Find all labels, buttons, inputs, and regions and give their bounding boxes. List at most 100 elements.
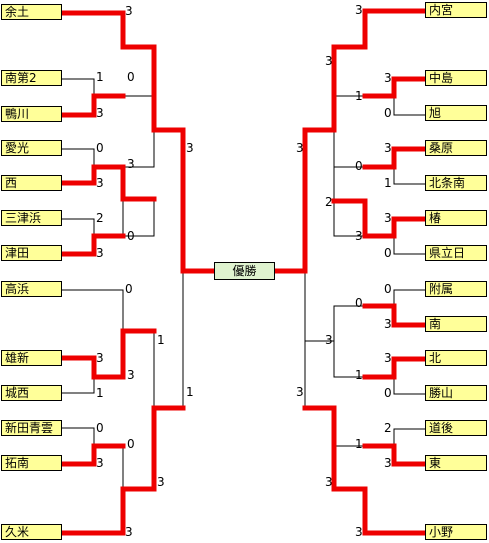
team-box-right-12: 道後 xyxy=(425,420,487,436)
team-box-right-3: 旭 xyxy=(425,105,487,121)
winning-line-43 xyxy=(331,198,428,239)
score-left-team-2: 1 xyxy=(96,70,104,84)
winning-line-47 xyxy=(302,405,428,536)
score-right-team-10: 3 xyxy=(384,351,392,365)
winning-line-40 xyxy=(272,8,428,274)
winning-line-41 xyxy=(362,76,428,99)
losing-line-26 xyxy=(393,236,425,255)
losing-line-24 xyxy=(393,96,425,116)
team-box-left-7: 津田 xyxy=(1,245,62,261)
score-left-team-10: 1 xyxy=(96,386,104,400)
losing-line-35 xyxy=(333,445,365,489)
score-right-round-3: 0 xyxy=(355,159,363,173)
score-left-round-5: 3 xyxy=(127,368,135,382)
score-right-round-12: 3 xyxy=(325,475,333,489)
score-right-round-2: 1 xyxy=(355,89,363,103)
score-right-round-11: 1 xyxy=(355,437,363,451)
score-left-team-6: 2 xyxy=(96,211,104,225)
score-right-team-5: 1 xyxy=(384,176,392,190)
score-right-team-6: 3 xyxy=(384,211,392,225)
losing-line-3 xyxy=(62,218,95,236)
score-left-team-5: 3 xyxy=(96,176,104,190)
team-box-right-8: 附属 xyxy=(425,281,487,297)
score-left-round-8: 3 xyxy=(157,475,165,489)
score-left-team-11: 0 xyxy=(96,421,104,435)
losing-line-33 xyxy=(333,305,365,341)
winning-line-22 xyxy=(59,443,126,467)
team-box-right-5: 北条南 xyxy=(425,175,487,191)
team-box-left-13: 久米 xyxy=(1,524,62,540)
team-box-right-2: 中島 xyxy=(425,70,487,86)
score-left-team-3: 3 xyxy=(96,106,104,120)
team-box-right-10: 北 xyxy=(425,350,487,366)
winning-line-45 xyxy=(362,356,428,380)
team-box-right-7: 県立日 xyxy=(425,245,487,261)
score-left-round-7: 0 xyxy=(127,437,135,451)
score-right-team-13: 3 xyxy=(384,456,392,470)
score-right-round-9: 1 xyxy=(355,368,363,382)
losing-line-7 xyxy=(123,95,155,130)
winning-path-lines xyxy=(59,8,428,536)
score-right-round-1: 3 xyxy=(325,54,333,68)
team-box-left-5: 西 xyxy=(1,175,62,191)
losing-line-8 xyxy=(123,130,155,168)
team-box-left-3: 鴨川 xyxy=(1,106,62,122)
score-right-team-9: 3 xyxy=(384,317,392,331)
score-left-team-13: 3 xyxy=(125,525,133,539)
champion-box: 優勝 xyxy=(214,262,275,280)
losing-line-6 xyxy=(62,427,95,446)
team-box-right-11: 勝山 xyxy=(425,385,487,401)
score-right-team-11: 0 xyxy=(384,386,392,400)
score-left-round-4: 1 xyxy=(157,333,165,347)
winning-line-23 xyxy=(59,405,186,536)
score-right-team-12: 2 xyxy=(384,421,392,435)
score-right-team-8: 0 xyxy=(384,282,392,296)
team-box-left-11: 新田青雲 xyxy=(1,420,62,436)
score-right-team-7: 0 xyxy=(384,246,392,260)
team-box-right-1: 内宮 xyxy=(425,2,487,18)
team-box-right-6: 椿 xyxy=(425,210,487,226)
score-right-team-1: 3 xyxy=(355,3,363,17)
team-box-right-13: 東 xyxy=(425,455,487,471)
score-left-team-4: 0 xyxy=(96,141,104,155)
losing-line-27 xyxy=(393,289,425,306)
team-box-right-14: 小野 xyxy=(425,524,487,540)
score-left-round-3: 0 xyxy=(127,229,135,243)
team-box-left-12: 拓南 xyxy=(1,455,62,471)
losing-line-5 xyxy=(62,377,95,394)
team-box-left-6: 三津浜 xyxy=(1,210,62,226)
losing-path-lines xyxy=(62,78,425,489)
losing-line-1 xyxy=(62,78,95,96)
winning-line-46 xyxy=(362,443,428,467)
score-right-round-7: 0 xyxy=(355,296,363,310)
score-left-round-2: 3 xyxy=(127,157,135,171)
losing-line-4 xyxy=(62,289,124,331)
team-box-right-9: 南 xyxy=(425,316,487,332)
team-box-left-2: 南第2 xyxy=(1,70,62,86)
score-left-round-1: 0 xyxy=(127,70,135,84)
winning-line-19 xyxy=(59,164,157,202)
losing-line-32 xyxy=(333,201,365,237)
score-left-round-9: 1 xyxy=(186,385,194,399)
score-left-round-6: 3 xyxy=(186,141,194,155)
losing-line-2 xyxy=(62,148,95,165)
losing-line-25 xyxy=(393,167,425,185)
score-left-team-1: 3 xyxy=(125,4,133,18)
winning-line-21 xyxy=(59,328,157,380)
score-right-team-14: 3 xyxy=(355,525,363,539)
score-right-round-5: 2 xyxy=(325,195,333,209)
score-right-round-4: 3 xyxy=(296,141,304,155)
score-left-team-8: 0 xyxy=(125,282,133,296)
losing-line-28 xyxy=(393,377,425,395)
team-box-left-1: 余土 xyxy=(1,4,62,20)
losing-line-34 xyxy=(333,341,365,378)
score-left-team-9: 3 xyxy=(96,351,104,365)
team-box-left-10: 城西 xyxy=(1,385,62,401)
team-box-left-9: 雄新 xyxy=(1,350,62,366)
score-left-team-12: 3 xyxy=(96,456,104,470)
score-right-round-10: 3 xyxy=(296,385,304,399)
winning-line-18 xyxy=(59,93,126,118)
score-left-team-7: 3 xyxy=(96,246,104,260)
score-right-round-8: 3 xyxy=(325,333,333,347)
